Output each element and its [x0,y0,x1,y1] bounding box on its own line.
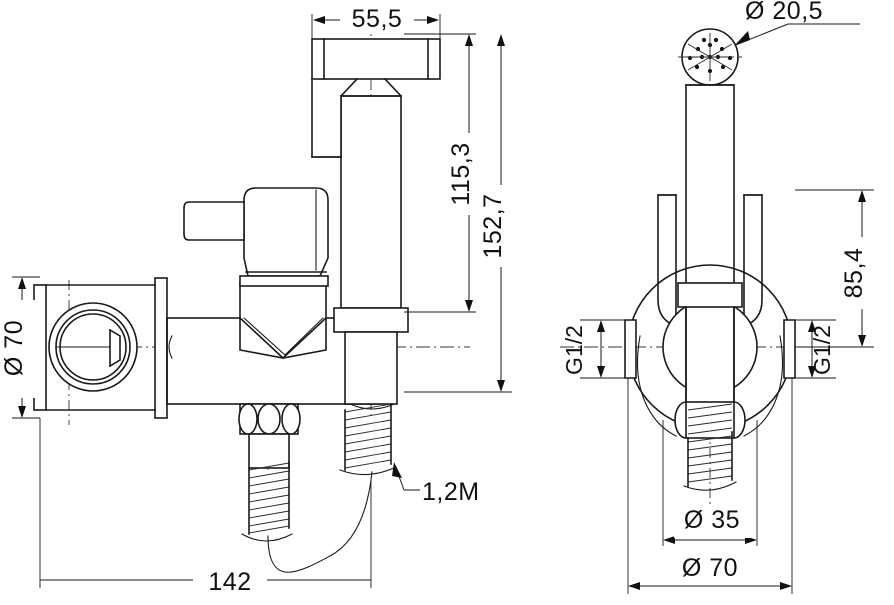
dimension-diameter-20-5: Ø 20,5 [734,0,860,46]
front-hose-left [636,335,677,437]
dimension-55-5: 55,5 [311,5,441,40]
dimension-142: 142 [39,418,372,596]
dim-label-152-7: 152,7 [479,193,507,258]
dim-label-142: 142 [208,568,251,596]
front-escutcheon [624,264,796,430]
front-thread-coils [687,403,733,483]
valve-cartridge-housing [183,187,329,360]
front-threaded-outlet [674,401,746,491]
dimension-diameter-35: Ø 35 [662,420,758,546]
dim-label-115-3: 115,3 [447,142,475,205]
thread-coils-right [344,403,392,469]
dimension-diameter-70-side: Ø 70 [0,276,40,419]
flexible-hose [267,471,373,573]
front-view-group: Ø 20,5 85,4 G1/2 G1/2 [560,0,878,594]
front-sprayer-stem [685,84,735,296]
thread-coils-left [248,462,290,534]
nozzle-spokes [686,33,734,81]
wall-flange [33,277,168,419]
dim-label-diameter-20-5: Ø 20,5 [745,0,823,25]
side-view-group: 55,5 115,3 152,7 [0,5,517,596]
dimension-thread-right: G1/2 [792,319,836,379]
front-hose-right [743,335,784,437]
dim-label-85-4: 85,4 [840,248,868,299]
spray-head-face [678,28,742,86]
right-threaded-connector [339,403,395,476]
dimension-thread-left: G1/2 [561,319,628,379]
dimension-152-7: 152,7 [404,34,517,393]
sprayer-stem [311,38,441,410]
wall-holder-bracket [657,194,763,328]
dim-label-diameter-70-side: Ø 70 [0,320,28,376]
dimension-diameter-70-front: Ø 70 [627,378,793,594]
dimension-85-4: 85,4 [795,189,878,348]
dim-label-diameter-35: Ø 35 [684,506,740,534]
left-threaded-connector [238,403,301,542]
dim-label-hose-length: 1,2M [422,478,480,506]
leader-hose-length: 1,2M [392,462,480,506]
dim-label-thread-right: G1/2 [809,325,835,375]
dim-label-diameter-70-front: Ø 70 [682,554,738,582]
dimension-115-3: 115,3 [404,33,485,313]
dim-label-55-5: 55,5 [352,5,403,33]
dim-label-thread-left: G1/2 [561,325,587,375]
